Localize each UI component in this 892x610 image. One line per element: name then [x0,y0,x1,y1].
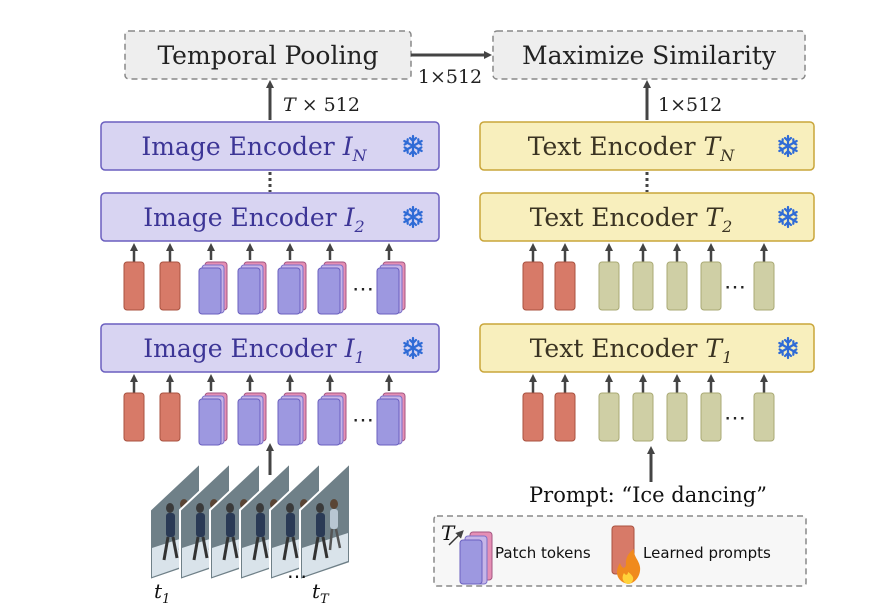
text-encoder-label: Text Encoder T2 [530,203,733,236]
text-word-token [632,261,654,311]
text-to-sim-dim: 1×512 [658,94,722,116]
token-rows: ⋯ ⋯ ⋯ ⋯ [123,243,775,446]
image-encoder-label: Image Encoder I2 [143,203,364,236]
legend-patch-tokens: Patch tokens [495,544,591,562]
text-prompt-token [522,392,544,442]
image-patch-token [198,392,228,446]
frame-ellipsis: ⋯ [287,564,307,588]
maximize-similarity-label: Maximize Similarity [522,41,777,70]
text-prompt-token [554,261,576,311]
image-encoder-label: Image Encoder I1 [143,334,364,367]
text-word-token [753,261,775,311]
text-prompt-token [522,261,544,311]
legend-patch-token-icon [459,531,493,585]
text-encoder-label: Text Encoder T1 [530,334,733,367]
text-word-token [700,392,722,442]
text-word-token [666,261,688,311]
image-patch-token [376,261,406,315]
image-patch-token [198,261,228,315]
video-frames [149,460,351,582]
image-patch-token [237,261,267,315]
image-prompt-token [123,261,145,311]
legend: T Patch tokens Learned prompts [433,515,807,587]
image-patch-token [317,261,347,315]
token-ellipsis: ⋯ [724,275,746,300]
video-frame [299,460,351,582]
text-encoder-label: Text Encoder TN [528,132,735,165]
token-ellipsis: ⋯ [724,406,746,431]
legend-time-label: T [441,521,456,545]
text-word-token [753,392,775,442]
image-patch-token [277,261,307,315]
text-word-token [598,392,620,442]
temporal-pooling-label: Temporal Pooling [157,41,378,70]
text-word-token [632,392,654,442]
token-ellipsis: ⋯ [352,277,374,302]
image-to-pool-dim: T× 512 [283,94,360,116]
pool-to-sim-dim: 1×512 [418,66,482,88]
image-encoder-2: Image Encoder I2 [100,192,440,242]
text-encoder-1: Text Encoder T1 [479,323,815,373]
text-word-token [598,261,620,311]
temporal-pooling-box: Temporal Pooling [124,30,412,80]
frame-label-first: t1 [154,579,170,607]
text-encoder-n: Text Encoder TN [479,121,815,171]
frame-label-last: tT [312,579,330,607]
token-ellipsis: ⋯ [352,408,374,433]
flame-icon [616,549,641,584]
image-encoder-n: Image Encoder IN [100,121,440,171]
maximize-similarity-box: Maximize Similarity [492,30,806,80]
text-encoder-2: Text Encoder T2 [479,192,815,242]
image-patch-token [277,392,307,446]
text-word-token [666,392,688,442]
image-encoder-1: Image Encoder I1 [100,323,440,373]
image-patch-token [237,392,267,446]
legend-learned-prompts: Learned prompts [643,544,771,562]
text-word-token [700,261,722,311]
image-prompt-token [123,392,145,442]
image-patch-token [317,392,347,446]
image-encoder-label: Image Encoder IN [141,132,367,165]
prompt-text: Prompt: “Ice dancing” [529,483,767,507]
text-prompt-token [554,392,576,442]
image-encoder-stack: Image Encoder IN Image Encoder I2 Image En… [100,121,440,373]
image-prompt-token [159,261,181,311]
image-patch-token [376,392,406,446]
text-encoder-stack: Text Encoder TN Text Encoder T2 Text Encod… [479,121,815,373]
image-prompt-token [159,392,181,442]
